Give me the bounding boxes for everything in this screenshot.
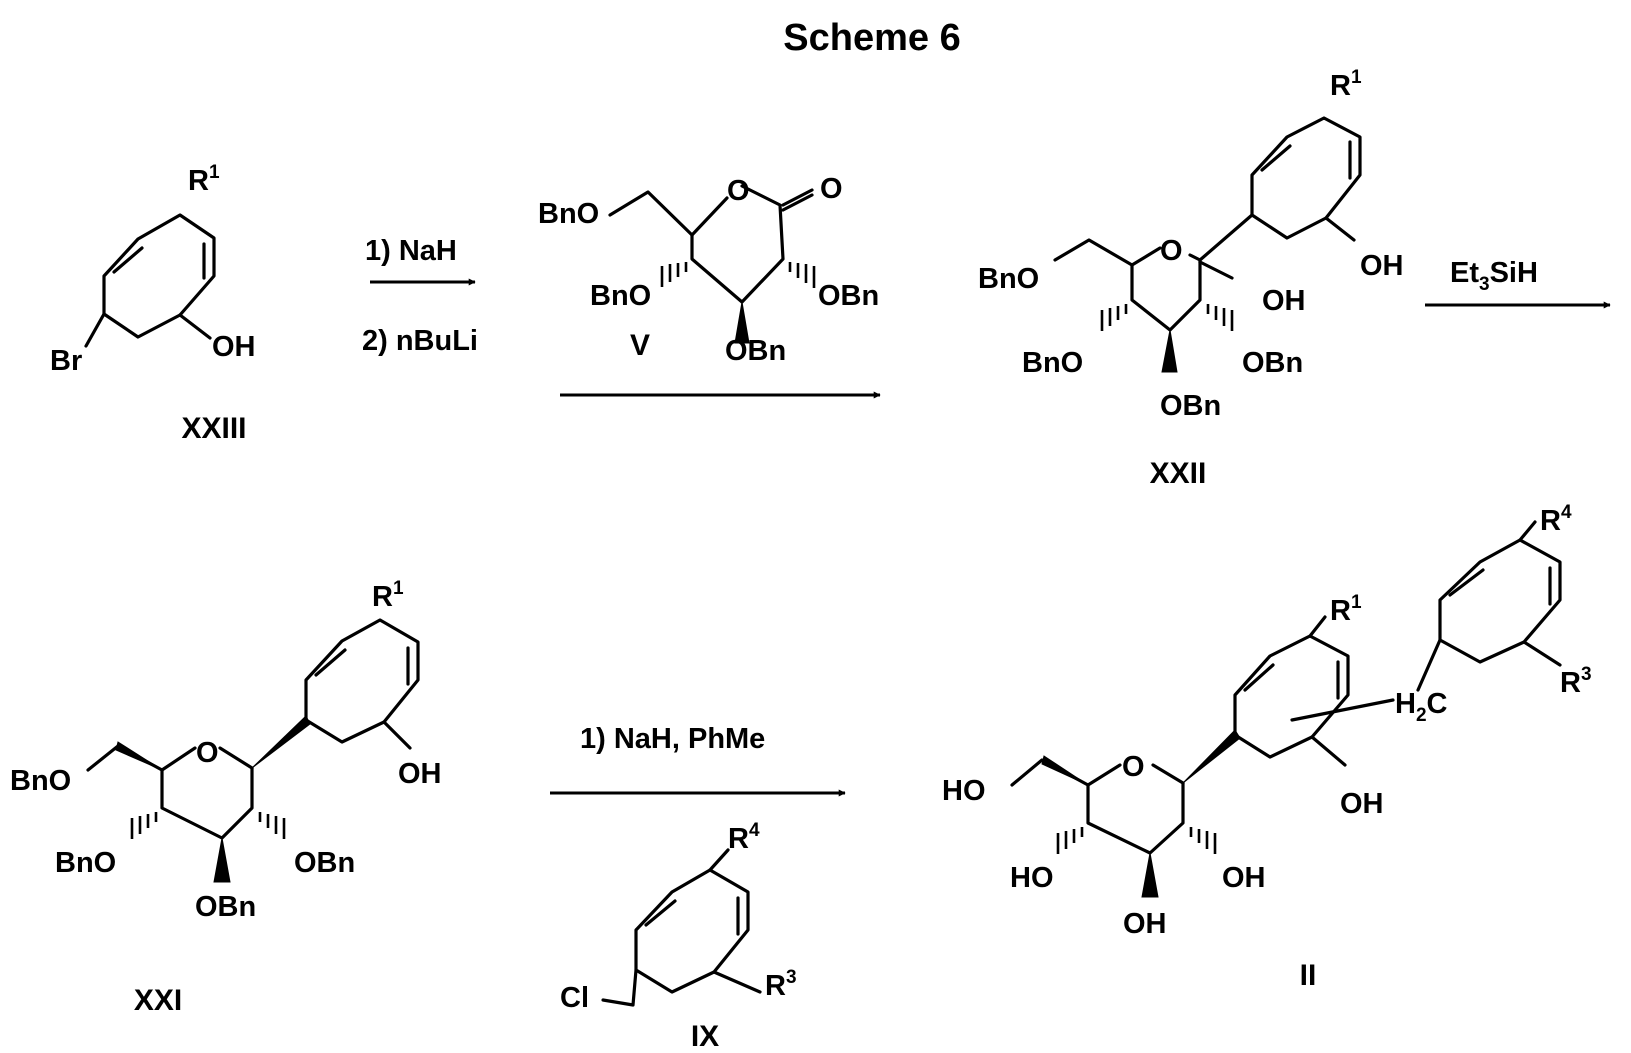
v-bno-top: BnO — [538, 198, 599, 230]
ii-hash-left — [1058, 827, 1082, 854]
compound-xxiii: R1 Br OH XXIII — [50, 162, 256, 445]
ii-r4: R4 — [1540, 502, 1572, 537]
v-o-ring: O — [727, 175, 750, 207]
scheme-title: Scheme 6 — [783, 17, 960, 59]
ix-cl: Cl — [560, 982, 589, 1014]
ii-h2c: H2C — [1395, 688, 1448, 726]
v-bno-left: BnO — [590, 280, 651, 312]
ix-r4: R4 — [728, 820, 760, 855]
reagent-step2: Et3SiH — [1450, 257, 1538, 295]
xxi-bno-left: BnO — [55, 847, 116, 879]
ix-label: IX — [691, 1020, 719, 1053]
xxi-obn-bottom: OBn — [195, 891, 256, 923]
xxii-label: XXII — [1150, 457, 1207, 490]
ii-ho-left: HO — [1010, 862, 1054, 894]
xxii-bno-top: BnO — [978, 263, 1039, 295]
ii-oh-aryl: OH — [1340, 788, 1384, 820]
xxi-bno-top: BnO — [10, 765, 71, 797]
xxiii-br: Br — [50, 345, 82, 377]
ii-r1: R1 — [1330, 592, 1362, 627]
v-obn-bottom: OBn — [725, 335, 786, 367]
reagent-step1-line1: 1) NaH — [365, 235, 457, 267]
compound-xxii: R1 OH BnO O OH BnO OBn OBn XXII — [978, 67, 1404, 490]
compound-xxi: R1 OH BnO O BnO OBn OBn XXI — [10, 578, 442, 1017]
xxi-r1: R1 — [372, 578, 404, 613]
ii-r3: R3 — [1560, 664, 1592, 699]
xxii-obn-bottom: OBn — [1160, 390, 1221, 422]
xxii-hash-left — [1102, 304, 1126, 331]
xxi-obn-right: OBn — [294, 847, 355, 879]
compound-v: BnO O O BnO OBn OBn V — [538, 173, 879, 367]
xxi-label: XXI — [134, 984, 182, 1017]
xxii-r1: R1 — [1330, 67, 1362, 102]
reagent-step3: 1) NaH, PhMe — [580, 723, 765, 755]
v-hash-left — [662, 262, 686, 287]
ii-o-ring: O — [1122, 751, 1145, 783]
xxii-o-ring: O — [1160, 235, 1183, 267]
xxi-o-ring: O — [196, 737, 219, 769]
xxii-hash-right — [1208, 304, 1232, 331]
v-obn-right: OBn — [818, 280, 879, 312]
xxii-bno-left: BnO — [1022, 347, 1083, 379]
v-hash-right — [790, 262, 814, 288]
ii-oh-bottom: OH — [1123, 908, 1167, 940]
xxiii-label: XXIII — [181, 412, 246, 445]
ii-ho-top: HO — [942, 775, 986, 807]
compound-ii: R4 R1 R3 H2C OH HO O HO OH OH II — [942, 502, 1592, 992]
xxi-hash-right — [260, 812, 284, 839]
reagent-step1-line2: 2) nBuLi — [362, 325, 478, 357]
ii-label: II — [1300, 959, 1317, 992]
xxii-oh-anomeric: OH — [1262, 285, 1306, 317]
ii-hash-right — [1191, 827, 1215, 854]
xxii-oh-aryl: OH — [1360, 250, 1404, 282]
v-label: V — [630, 329, 650, 362]
xxi-oh-aryl: OH — [398, 758, 442, 790]
ii-oh-right: OH — [1222, 862, 1266, 894]
v-o-carbonyl: O — [820, 173, 843, 205]
ix-r3: R3 — [765, 967, 797, 1002]
compound-ix: R4 R3 Cl IX — [560, 820, 797, 1053]
xxi-hash-left — [132, 812, 156, 839]
xxii-obn-right: OBn — [1242, 347, 1303, 379]
xxiii-r1: R1 — [188, 162, 220, 197]
xxiii-oh: OH — [212, 331, 256, 363]
